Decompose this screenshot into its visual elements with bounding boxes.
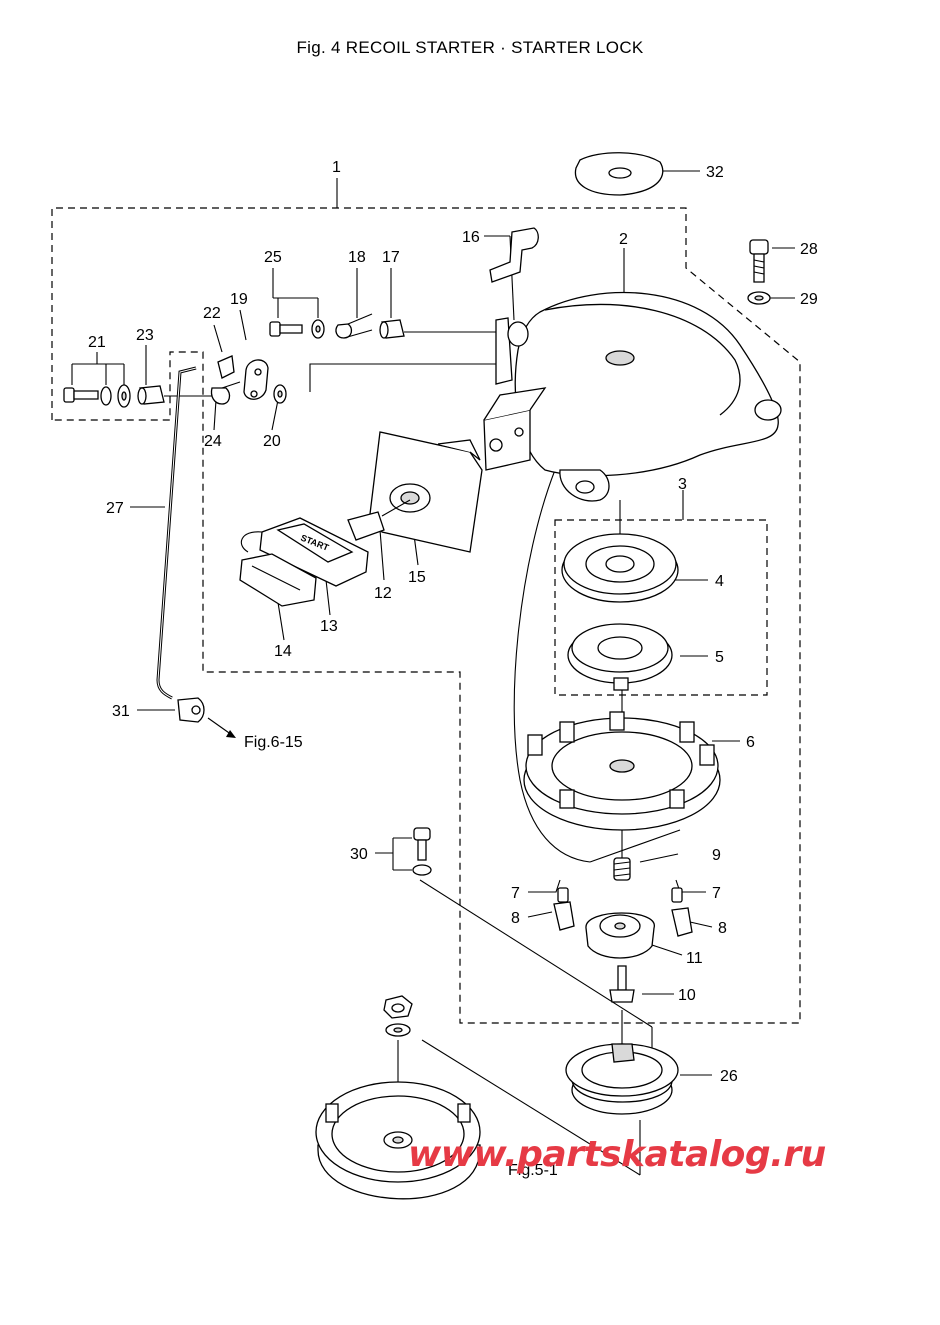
- part-21-screw-washers: [63, 384, 131, 408]
- part-5-spring: [567, 623, 673, 691]
- page-title: Fig. 4 RECOIL STARTER · STARTER LOCK: [296, 38, 644, 57]
- part-18-spring: [335, 313, 373, 339]
- callout-6: 6: [746, 734, 755, 751]
- part-8-pawl-right: [671, 907, 693, 937]
- part-10-bolt: [609, 965, 635, 1003]
- callout-28: 28: [800, 241, 818, 258]
- callout-23: 23: [136, 327, 154, 344]
- callout-16: 16: [462, 229, 480, 246]
- callout-labels: 1 2 3 4 5 6 7 7 8 8 9 10 11 12 13 14 15 …: [88, 159, 818, 1179]
- watermark-text: www.partskatalog.ru: [408, 1134, 826, 1175]
- part-16-lock-lever: [489, 227, 539, 283]
- callout-29: 29: [800, 291, 818, 308]
- part-26-starter-pulley: [565, 1043, 679, 1115]
- flywheel-washer: [385, 1023, 411, 1037]
- part-6-pulley: [523, 711, 721, 863]
- callout-19: 19: [230, 291, 248, 308]
- part-17-collar: [379, 319, 405, 339]
- flywheel-nut: [383, 995, 413, 1019]
- callout-24: 24: [204, 433, 222, 450]
- callout-22: 22: [203, 305, 221, 322]
- reference-fig6-15: Fig.6-15: [244, 734, 303, 751]
- flywheel: [315, 1081, 481, 1200]
- callout-20: 20: [263, 433, 281, 450]
- part-13-handle: START: [240, 517, 369, 587]
- callout-30: 30: [350, 846, 368, 863]
- callout-13: 13: [320, 618, 338, 635]
- part-25-screw-and-washer: [269, 319, 325, 339]
- part-24-spring: [210, 381, 241, 405]
- part-7-spring-right: [671, 887, 683, 903]
- callout-21: 21: [88, 334, 106, 351]
- assembly-boundary-1: [51, 207, 801, 1024]
- part-15-rope-guide: [369, 431, 483, 553]
- leader-lines: [71, 170, 795, 1176]
- callout-7-left: 7: [511, 885, 520, 902]
- part-8-pawl-left: [553, 901, 575, 931]
- callout-14: 14: [274, 643, 292, 660]
- reference-fig5-1: Fig.5-1: [508, 1162, 558, 1179]
- callout-8-left: 8: [511, 910, 520, 927]
- callout-7-right: 7: [712, 885, 721, 902]
- part-20-washer: [273, 384, 287, 404]
- part-14-insert: [239, 553, 317, 607]
- callout-15: 15: [408, 569, 426, 586]
- callout-1: 1: [332, 159, 341, 176]
- part-30-bolt: [412, 827, 432, 876]
- callout-25: 25: [264, 249, 282, 266]
- part-2-starter-case: [483, 291, 782, 502]
- part-7-spring-left: [557, 887, 569, 903]
- callout-10: 10: [678, 987, 696, 1004]
- part-32-cover-plate: [574, 152, 664, 196]
- part-23-collar: [137, 385, 165, 405]
- part-22-pin: [217, 355, 235, 379]
- callout-26: 26: [720, 1068, 738, 1085]
- assembly-boundary-3: [554, 519, 768, 696]
- callout-2: 2: [619, 231, 628, 248]
- part-12-rope: [347, 499, 411, 541]
- part-19-lock-plate: [243, 359, 269, 400]
- callout-11: 11: [686, 950, 703, 967]
- part-27-rod: [156, 366, 197, 700]
- part-9-spring: [613, 857, 631, 881]
- callout-18: 18: [348, 249, 366, 266]
- callout-31: 31: [112, 703, 130, 720]
- part-28-bolt: [749, 239, 769, 283]
- callout-5: 5: [715, 649, 724, 666]
- callout-8-right: 8: [718, 920, 727, 937]
- part-29-washer: [747, 291, 771, 305]
- callout-9: 9: [712, 847, 721, 864]
- callout-3: 3: [678, 476, 687, 493]
- callout-32: 32: [706, 164, 724, 181]
- callout-27: 27: [106, 500, 124, 517]
- part-11-drive-plate: [585, 912, 655, 959]
- part-31-clip: [177, 697, 205, 723]
- part-4-reel: [561, 533, 679, 603]
- callout-4: 4: [715, 573, 724, 590]
- callout-17: 17: [382, 249, 400, 266]
- callout-12: 12: [374, 585, 392, 602]
